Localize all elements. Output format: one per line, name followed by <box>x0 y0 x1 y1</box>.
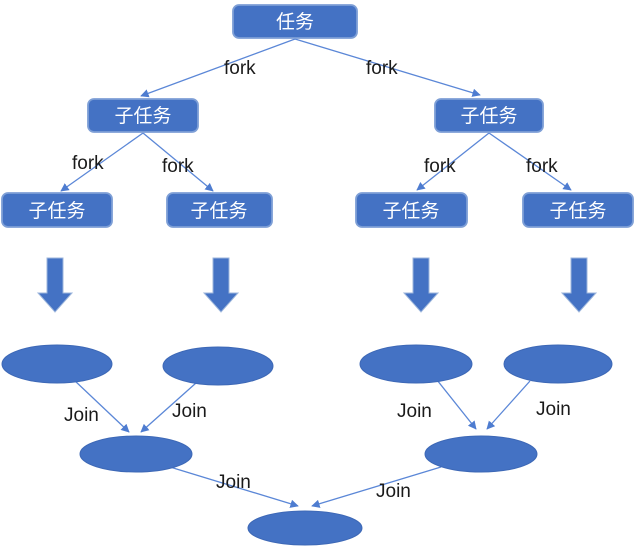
join-label-5: Join <box>216 472 251 493</box>
join-edge-5 <box>169 466 299 508</box>
worker-ellipse-2 <box>162 346 274 386</box>
fork-edge-left-2 <box>142 132 214 192</box>
subtask-leaf-3-label: 子任务 <box>382 200 439 222</box>
thread-ellipses <box>1 344 613 546</box>
down-block-arrow-1 <box>36 257 74 313</box>
block-arrows <box>36 257 598 313</box>
join-label-3: Join <box>397 401 432 422</box>
subtask-leaf-3-box <box>355 192 468 228</box>
subtask-left-node: 子任务 <box>87 98 199 133</box>
subtask-right-node: 子任务 <box>434 98 544 133</box>
final-result-ellipse <box>247 510 363 546</box>
subtask-leaf-4-box <box>522 192 634 228</box>
join-labels: Join Join Join Join Join Join <box>64 399 571 502</box>
subtask-leaf-1-label: 子任务 <box>28 200 85 222</box>
task-boxes: 任务 子任务 子任务 子任务 子任务 子任务 <box>1 4 634 228</box>
subtask-leaf-2-node: 子任务 <box>166 192 273 228</box>
fork-label-1: fork <box>224 58 256 79</box>
subtask-right-box <box>434 98 544 133</box>
fork-label-6: fork <box>526 156 558 177</box>
join-edge-3 <box>436 379 477 430</box>
subtask-leaf-4-label: 子任务 <box>549 200 606 222</box>
subtask-left-box <box>87 98 199 133</box>
subtask-leaf-3-node: 子任务 <box>355 192 468 228</box>
worker-ellipse-1 <box>1 344 113 384</box>
merge-ellipse-right <box>424 435 538 473</box>
worker-ellipse-4 <box>503 344 613 384</box>
fork-label-4: fork <box>162 156 194 177</box>
join-edge-1 <box>73 379 130 433</box>
fork-edge-left-1 <box>60 132 144 192</box>
fork-edge-root-left <box>140 38 296 98</box>
fork-label-5: fork <box>424 156 456 177</box>
subtask-leaf-2-label: 子任务 <box>190 200 247 222</box>
join-label-1: Join <box>64 405 99 426</box>
subtask-leaf-1-box <box>1 192 113 228</box>
worker-ellipse-3 <box>359 344 473 384</box>
task-root-box <box>232 4 358 39</box>
fork-label-3: fork <box>72 153 104 174</box>
down-block-arrow-3 <box>402 257 440 313</box>
fork-label-2: fork <box>366 58 398 79</box>
join-edge-6 <box>311 466 442 508</box>
fork-edge-root-right <box>294 38 481 97</box>
subtask-leaf-4-node: 子任务 <box>522 192 634 228</box>
subtask-left-label: 子任务 <box>114 105 171 127</box>
fork-edge-right-2 <box>488 132 572 191</box>
join-edge-4 <box>486 380 531 430</box>
subtask-leaf-1-node: 子任务 <box>1 192 113 228</box>
merge-ellipse-left <box>79 435 193 473</box>
join-label-6: Join <box>376 481 411 502</box>
down-block-arrow-2 <box>202 257 240 313</box>
fork-labels: fork fork fork fork fork fork <box>72 58 558 177</box>
join-label-4: Join <box>536 399 571 420</box>
task-root-label: 任务 <box>276 11 314 33</box>
join-connectors <box>73 379 531 508</box>
subtask-right-label: 子任务 <box>460 105 517 127</box>
task-root-node: 任务 <box>232 4 358 39</box>
fork-connectors <box>60 38 572 192</box>
join-edge-2 <box>140 382 197 433</box>
subtask-leaf-2-box <box>166 192 273 228</box>
fork-edge-right-1 <box>416 132 490 191</box>
down-block-arrow-4 <box>560 257 598 313</box>
join-label-2: Join <box>172 401 207 422</box>
